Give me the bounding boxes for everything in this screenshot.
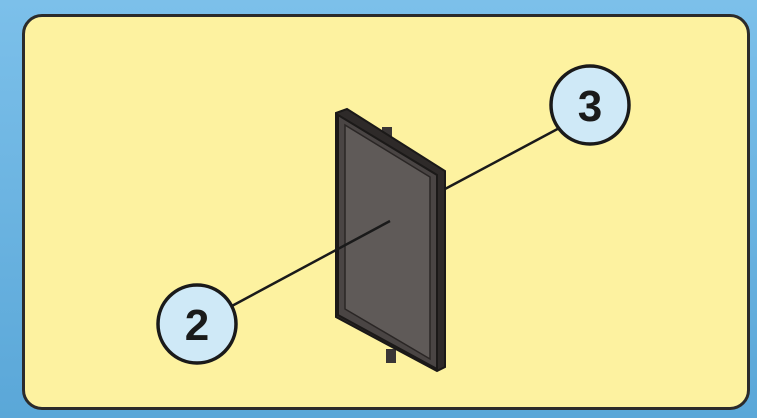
callout-3: 3 (549, 64, 631, 146)
callout-label-2: 2 (185, 301, 209, 350)
callout-bubble-icon (549, 64, 631, 146)
leader-line-3 (444, 123, 566, 191)
callout-2: 2 (156, 283, 238, 365)
filter-face (344, 123, 431, 361)
diagram-panel: 2 3 (22, 14, 750, 410)
diagram-canvas: 2 3 (156, 64, 631, 373)
callout-bubble-icon (156, 283, 238, 365)
filter-panel-icon (335, 107, 446, 373)
filter-bottom-tab (386, 349, 396, 363)
leader-line-2 (229, 219, 391, 309)
callout-label-3: 3 (578, 82, 602, 131)
